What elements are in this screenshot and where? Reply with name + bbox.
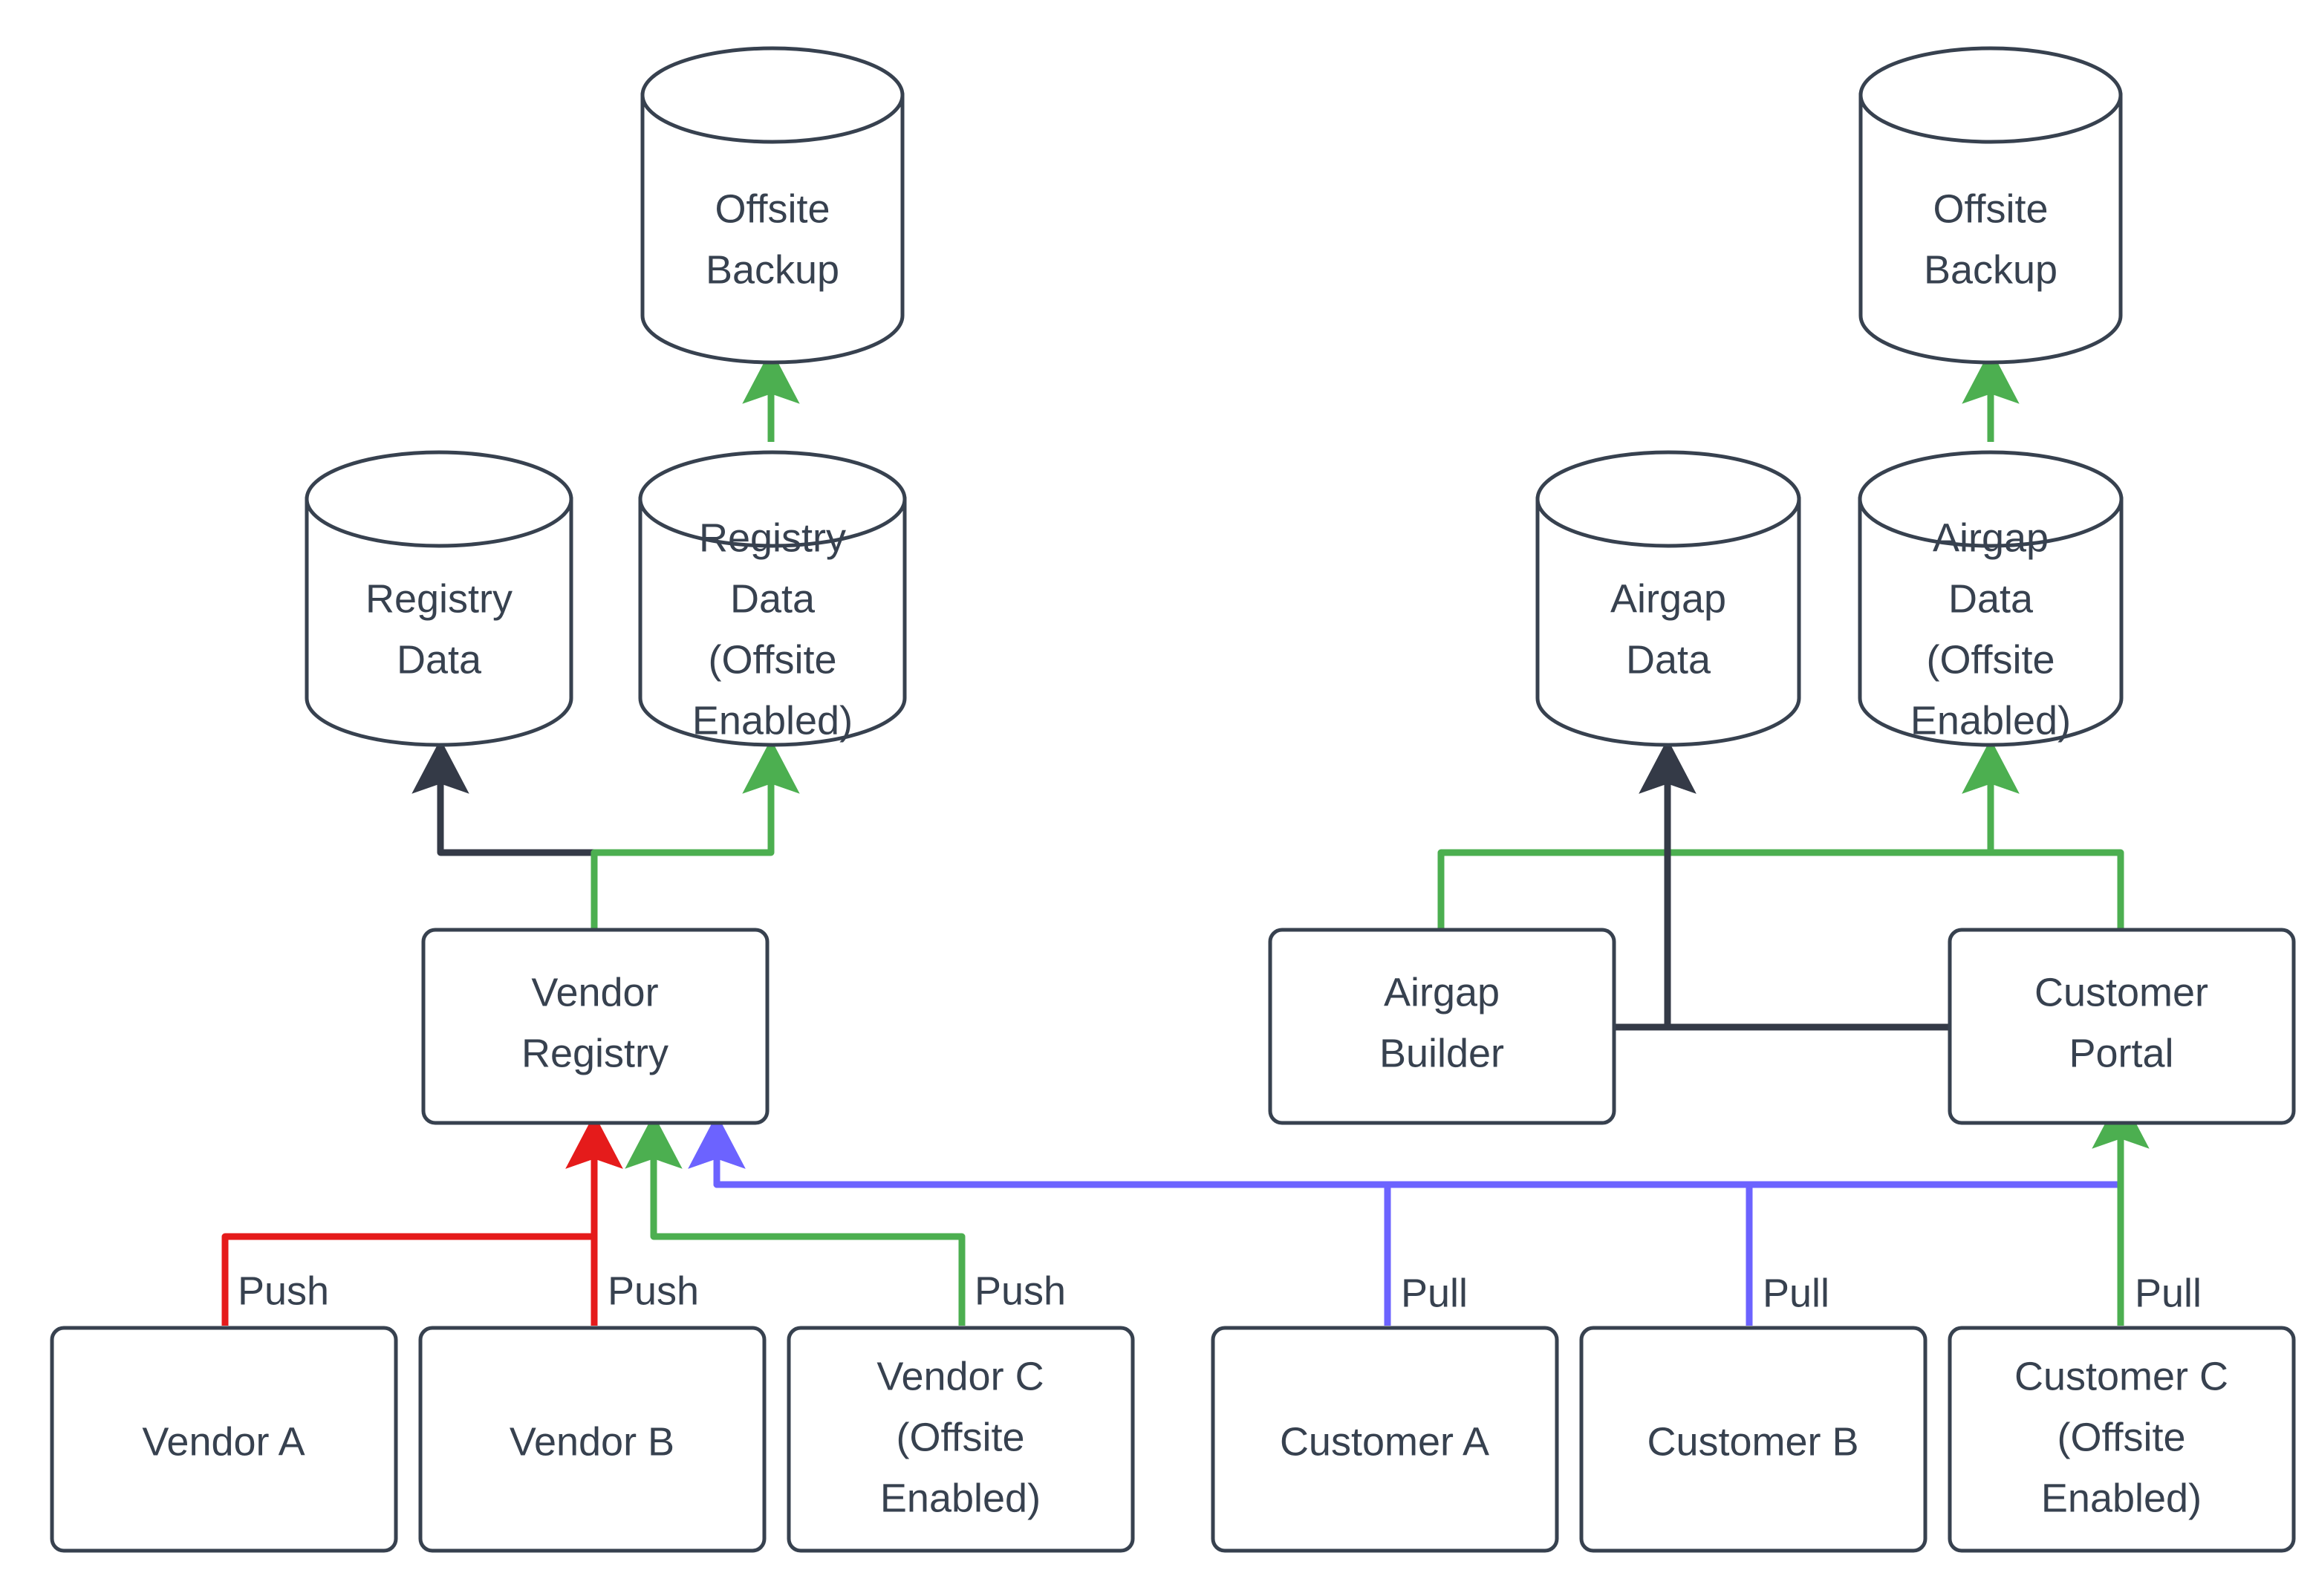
node-label-line: (Offsite xyxy=(1926,637,2055,682)
node-label-line: Registry xyxy=(365,576,513,621)
node-label-line: Data xyxy=(397,637,482,682)
edge-label-push-vendor-c: Push xyxy=(975,1268,1066,1313)
edge-label-pull-customer-b: Pull xyxy=(1763,1271,1829,1315)
node-label-line: Customer A xyxy=(1280,1419,1489,1464)
node-vendor-b[interactable]: Vendor B xyxy=(418,1326,767,1553)
edge-customer-portal-to-airgap-data-offsite xyxy=(1962,739,2124,928)
node-vendor-registry[interactable]: Vendor Registry xyxy=(421,928,770,1125)
node-label-line: Airgap xyxy=(1933,515,2049,560)
node-label-line: Data xyxy=(730,576,816,621)
node-customer-a[interactable]: Customer A xyxy=(1211,1326,1559,1553)
edge-label-pull-customer-c: Pull xyxy=(2135,1271,2202,1315)
node-label-line: Data xyxy=(1948,576,2034,621)
edge-label-pull-customer-a: Pull xyxy=(1401,1271,1468,1315)
node-label-line: Airgap xyxy=(1384,970,1500,1014)
node-label-line: Vendor B xyxy=(510,1419,674,1464)
node-label-line: Registry xyxy=(699,515,846,560)
node-offsite-backup-right[interactable]: Offsite Backup xyxy=(1858,46,2123,365)
node-airgap-builder[interactable]: Airgap Builder xyxy=(1268,928,1616,1125)
node-vendor-c[interactable]: Vendor C (Offsite Enabled) xyxy=(787,1326,1135,1553)
node-label-line: Offsite xyxy=(1933,186,2048,231)
edge-airgap-builder-to-airgap-data-offsite xyxy=(1437,739,2020,928)
node-customer-b[interactable]: Customer B xyxy=(1579,1326,1928,1553)
node-label-line: Enabled) xyxy=(880,1476,1041,1520)
node-label-line: Customer B xyxy=(1647,1419,1858,1464)
node-label-line: Offsite xyxy=(715,186,830,231)
node-label-line: Vendor C xyxy=(876,1354,1044,1398)
node-label-line: Portal xyxy=(2069,1031,2173,1075)
node-label-line: Vendor xyxy=(531,970,658,1014)
node-airgap-data-offsite[interactable]: Airgap Data (Offsite Enabled) xyxy=(1858,450,2124,747)
node-label-line: Airgap xyxy=(1610,576,1726,621)
edge-label-push-vendor-b: Push xyxy=(608,1268,699,1313)
edge-vendor-registry-to-registry-data xyxy=(411,739,598,928)
node-label-line: Registry xyxy=(521,1031,668,1075)
node-label-line: Enabled) xyxy=(692,698,853,743)
edge-vendor-c-to-vendor-registry xyxy=(625,1114,966,1326)
node-registry-data[interactable]: Registry Data xyxy=(305,450,573,747)
node-label-line: Vendor A xyxy=(142,1419,305,1464)
node-customer-portal[interactable]: Customer Portal xyxy=(1948,928,2296,1125)
edge-label-push-vendor-a: Push xyxy=(238,1268,329,1313)
node-label-line: Backup xyxy=(1924,247,2057,292)
node-label-line: (Offsite xyxy=(708,637,836,682)
edge-customer-portal-to-airgap-data xyxy=(1639,739,1950,1031)
edge-airgap-builder-to-airgap-data xyxy=(1616,739,1696,1031)
node-label-line: Data xyxy=(1626,637,1711,682)
node-offsite-backup-left[interactable]: Offsite Backup xyxy=(640,46,905,365)
node-label-line: Customer C xyxy=(2014,1354,2228,1398)
node-label-line: Enabled) xyxy=(1910,698,2071,743)
node-label-line: (Offsite xyxy=(2057,1415,2185,1459)
node-registry-data-offsite[interactable]: Registry Data (Offsite Enabled) xyxy=(638,450,907,747)
node-label-line: Customer xyxy=(2034,970,2208,1014)
node-label-line: Backup xyxy=(706,247,839,292)
edge-vendor-registry-to-registry-data-offsite xyxy=(591,739,800,928)
node-label-line: Enabled) xyxy=(2041,1476,2202,1520)
node-label-line: Builder xyxy=(1379,1031,1504,1075)
node-airgap-data[interactable]: Airgap Data xyxy=(1535,450,1801,747)
node-vendor-a[interactable]: Vendor A xyxy=(50,1326,398,1553)
node-label-line: (Offsite xyxy=(896,1415,1024,1459)
node-customer-c[interactable]: Customer C (Offsite Enabled) xyxy=(1948,1326,2296,1553)
